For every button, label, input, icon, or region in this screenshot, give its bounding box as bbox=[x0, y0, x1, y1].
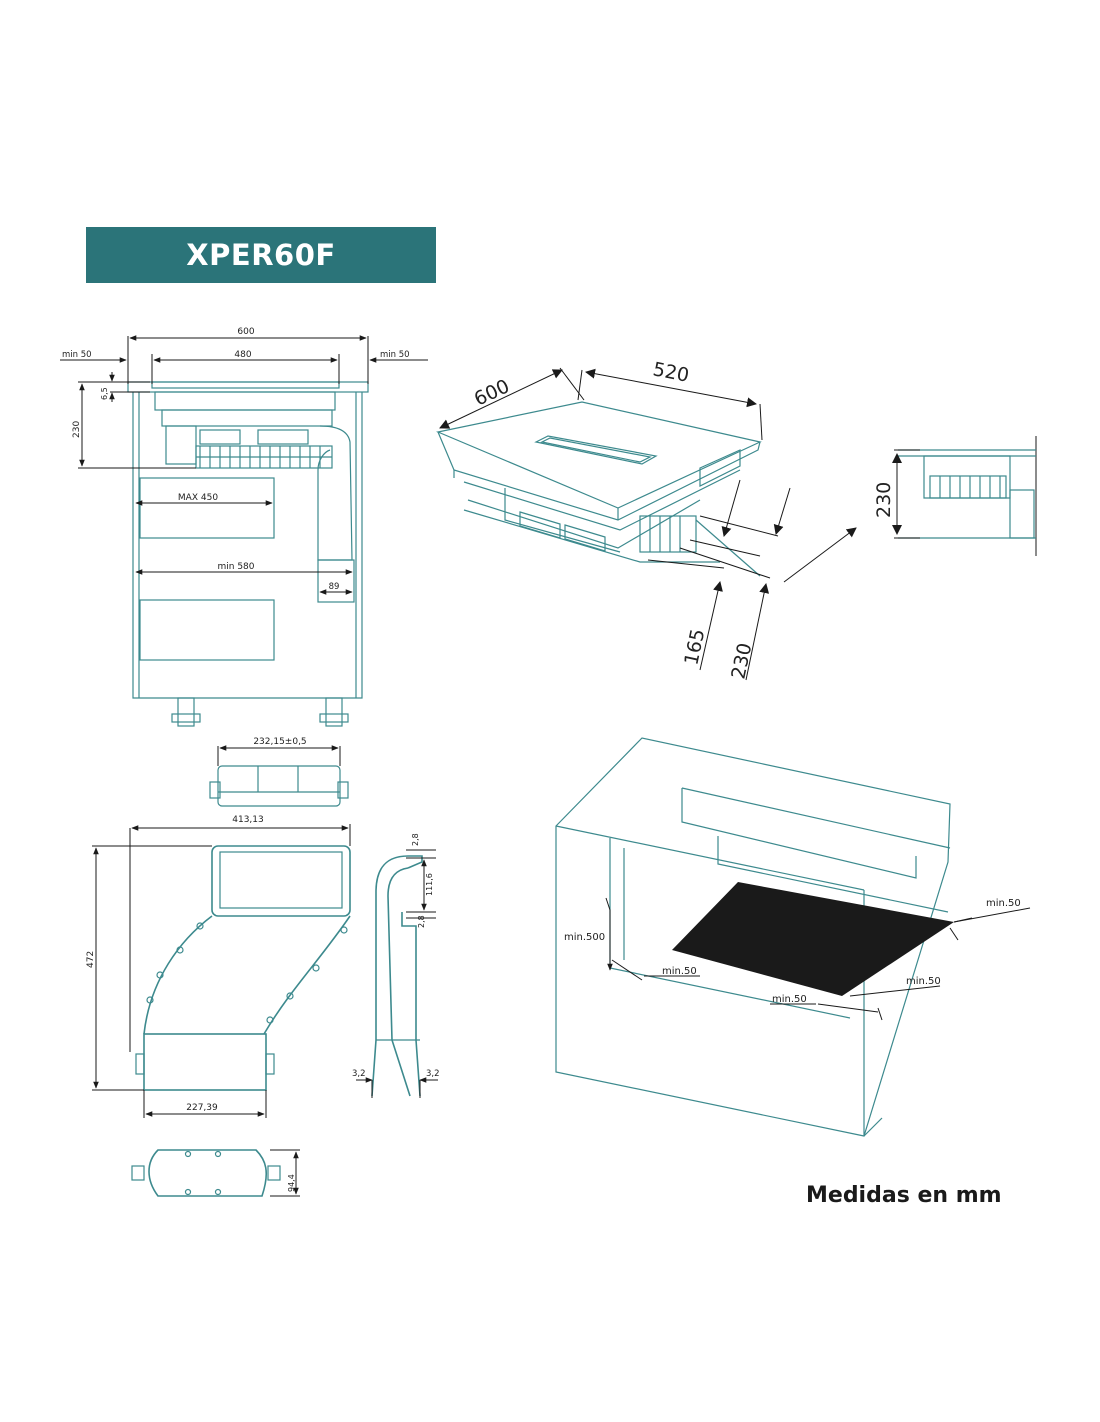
hob-surface bbox=[672, 882, 954, 996]
vent-slot bbox=[534, 435, 658, 465]
min-50-side-label: min.50 bbox=[906, 976, 941, 987]
elbow-bottom-section bbox=[143, 1033, 267, 1091]
dim-472-label: 472 bbox=[86, 951, 96, 968]
min-50-bottom-label: min.50 bbox=[772, 994, 807, 1005]
dim-89-label: 89 bbox=[329, 582, 340, 592]
elbow-top-flange bbox=[211, 845, 351, 917]
elbow-right-wall bbox=[263, 915, 351, 1035]
min-50-right-label: min 50 bbox=[380, 350, 410, 360]
model-title: XPER60F bbox=[186, 238, 336, 272]
hob-underside bbox=[463, 449, 761, 577]
duct-connector bbox=[217, 765, 341, 807]
motor-block bbox=[165, 425, 197, 465]
min-50-front-label: min.50 bbox=[662, 966, 697, 977]
dim-520-label: 520 bbox=[651, 358, 691, 387]
drawer-top bbox=[139, 477, 275, 539]
dim-6-5-label: 6,5 bbox=[100, 387, 109, 400]
iso-hob-view: 600 520 165 230 bbox=[435, 358, 857, 681]
cabinet-outer bbox=[555, 737, 951, 1137]
dim-227-label: 227,39 bbox=[186, 1103, 218, 1113]
duct-top-piece: 232,15±0,5 bbox=[209, 737, 349, 807]
dim-2-8b-label: 2,8 bbox=[417, 915, 426, 928]
dim-165-label: 165 bbox=[680, 627, 709, 667]
profile-outer bbox=[371, 855, 409, 1097]
duct-end-outline bbox=[148, 1149, 268, 1197]
dim-94-label: 94,4 bbox=[287, 1174, 296, 1192]
units-note: Medidas en mm bbox=[806, 1183, 1002, 1208]
worktop bbox=[127, 381, 369, 393]
dim-230-label: 230 bbox=[72, 421, 82, 438]
min-50-left-label: min 50 bbox=[62, 350, 92, 360]
duct-elbow: 413,13 472 227,39 bbox=[86, 815, 351, 1118]
dim-600-iso-label: 600 bbox=[471, 375, 513, 410]
hob-glass bbox=[151, 381, 340, 389]
duct-end-view: 94,4 bbox=[131, 1149, 300, 1197]
dim-232-label: 232,15±0,5 bbox=[253, 737, 306, 747]
front-view: 600 480 min 50 min 50 6,5 230 MAX 450 mi… bbox=[60, 327, 428, 727]
dim-480-label: 480 bbox=[234, 350, 251, 360]
side-view: 230 bbox=[873, 436, 1037, 556]
model-title-banner: XPER60F bbox=[86, 227, 436, 283]
dim-3-2a-label: 3,2 bbox=[352, 1069, 366, 1079]
dim-2-8a-label: 2,8 bbox=[411, 833, 420, 846]
dim-230-side-label: 230 bbox=[873, 482, 895, 518]
max-450-label: MAX 450 bbox=[178, 493, 218, 503]
elbow-left-wall bbox=[143, 915, 213, 1035]
dim-600-label: 600 bbox=[237, 327, 254, 337]
cabinet-iso: min.500 min.50 min.50 min.50 min.50 bbox=[555, 737, 1031, 1137]
cabinet-feet bbox=[171, 697, 349, 727]
min-500-label: min.500 bbox=[564, 932, 605, 943]
dim-3-2b-label: 3,2 bbox=[426, 1069, 440, 1079]
cabinet-outline bbox=[132, 392, 363, 699]
dim-111-label: 111,6 bbox=[425, 873, 434, 896]
dim-413-label: 413,13 bbox=[232, 815, 264, 825]
drawer-bottom bbox=[139, 599, 275, 661]
duct-side-profile: 2,8 111,6 2,8 3,2 3,2 bbox=[352, 833, 440, 1098]
min-580-label: min 580 bbox=[217, 562, 254, 572]
dim-230-iso-label: 230 bbox=[727, 641, 756, 681]
hood-body bbox=[154, 391, 336, 411]
duct-outlet bbox=[317, 559, 355, 603]
min-50-right-label-cab: min.50 bbox=[986, 898, 1021, 909]
